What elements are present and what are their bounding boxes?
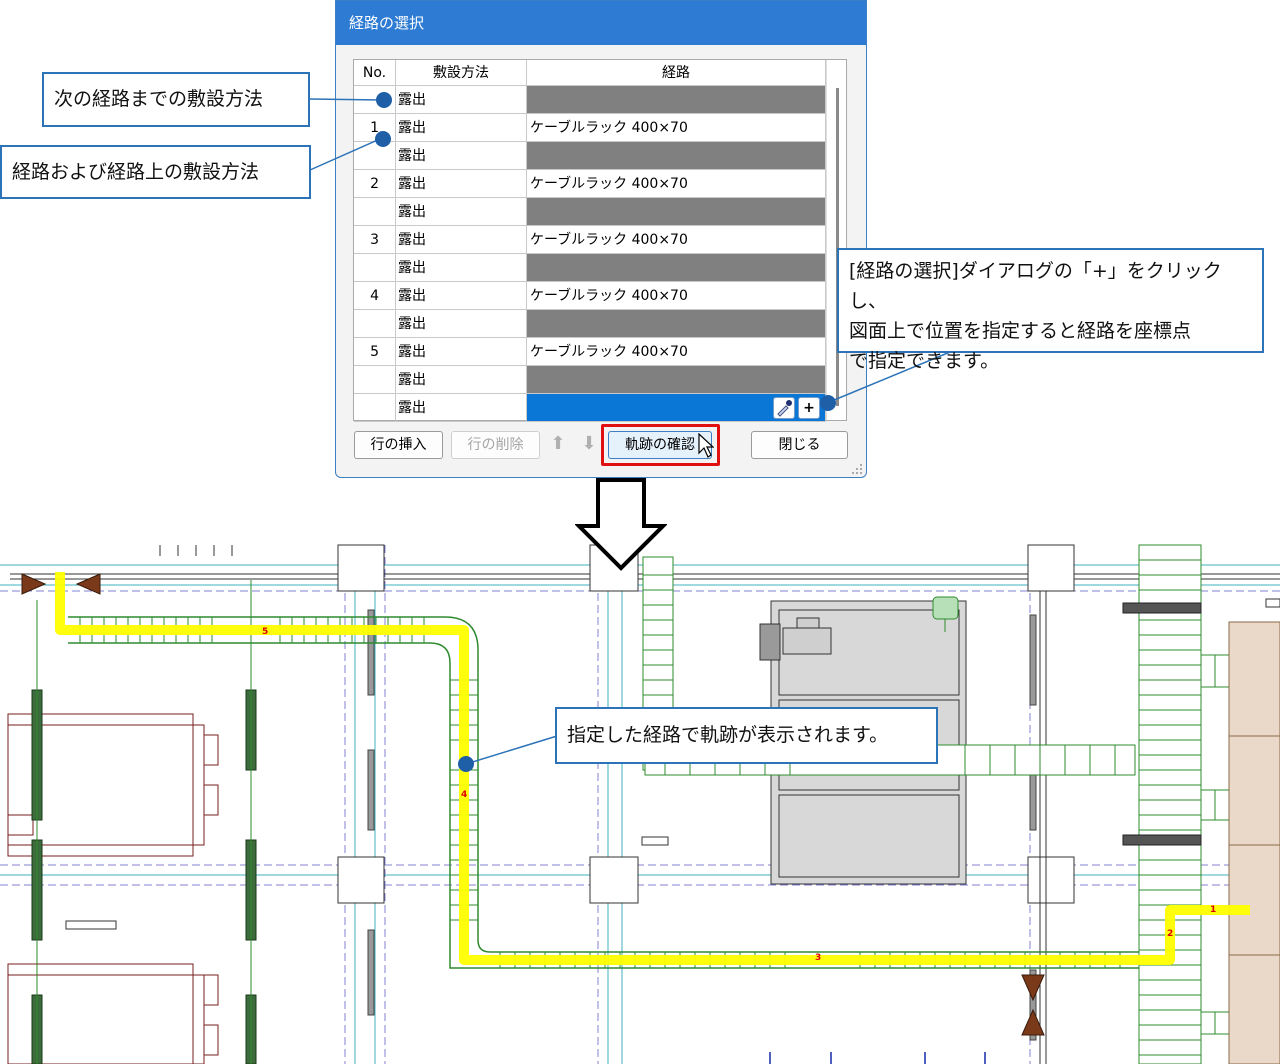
down-arrow-icon [575, 478, 667, 571]
route-label-5: 5 [262, 627, 269, 637]
row-6-route[interactable] [527, 254, 826, 282]
col-header-method: 敷設方法 [396, 60, 527, 86]
row-9-method[interactable]: 露出 [396, 338, 527, 366]
arrow-down-icon: ⬇ [581, 433, 597, 454]
row-5-method[interactable]: 露出 [396, 226, 527, 254]
row-0-route[interactable] [527, 86, 826, 114]
plus-hint-line-1: [経路の選択]ダイアログの「+」をクリックし、 [849, 260, 1222, 312]
plus-hint-line-2: 図面上で位置を指定すると経路を座標点 [849, 320, 1192, 342]
endpoints [21, 573, 1045, 1036]
callout-dot-next-method [376, 92, 392, 108]
scrollbar-thumb[interactable] [836, 88, 839, 406]
callout-dot-trajectory [458, 756, 474, 772]
row-2-no[interactable] [354, 142, 396, 170]
move-up-button[interactable]: ⬆ [549, 431, 567, 459]
row-10-no[interactable] [354, 366, 396, 394]
row-9-route[interactable]: ケーブルラック 400×70 [527, 338, 826, 366]
route-label-3: 3 [815, 953, 822, 963]
confirm-highlight-frame [601, 424, 720, 466]
row-3-no[interactable]: 2 [354, 170, 396, 198]
row-1-method[interactable]: 露出 [396, 114, 527, 142]
row-8-no[interactable] [354, 310, 396, 338]
row-3-method[interactable]: 露出 [396, 170, 527, 198]
row-0-no[interactable] [354, 86, 396, 114]
row-8-route[interactable] [527, 310, 826, 338]
top-rack [68, 616, 1139, 969]
row-4-method[interactable]: 露出 [396, 198, 527, 226]
row-11-method[interactable]: 露出 [396, 394, 527, 422]
row-3-route[interactable]: ケーブルラック 400×70 [527, 170, 826, 198]
row-5-route[interactable]: ケーブルラック 400×70 [527, 226, 826, 254]
callout-route-method: 経路および経路上の敷設方法 [0, 145, 311, 199]
trajectory-highlight [55, 572, 1250, 965]
dialog-title: 経路の選択 [336, 1, 866, 45]
row-2-route[interactable] [527, 142, 826, 170]
callout-next-method: 次の経路までの敷設方法 [42, 72, 310, 127]
callout-dot-route-method [375, 131, 391, 147]
arrow-up-icon: ⬆ [550, 433, 566, 454]
valve-icon [932, 596, 959, 632]
callout-dot-plus [820, 395, 836, 411]
route-label-2: 2 [1167, 929, 1174, 939]
row-8-method[interactable]: 露出 [396, 310, 527, 338]
confirm-trajectory-button[interactable]: 軌跡の確認 [608, 431, 712, 459]
callout-plus-hint: [経路の選択]ダイアログの「+」をクリックし、 図面上で位置を指定すると経路を座… [837, 248, 1264, 372]
row-0-method[interactable]: 露出 [396, 86, 527, 114]
row-6-no[interactable] [354, 254, 396, 282]
row-6-method[interactable]: 露出 [396, 254, 527, 282]
callout-trajectory: 指定した経路で軌跡が表示されます。 [555, 707, 938, 764]
right-room [1228, 621, 1280, 1064]
col-header-no: No. [354, 60, 396, 86]
row-7-route[interactable]: ケーブルラック 400×70 [527, 282, 826, 310]
plus-hint-line-3: で指定できます。 [849, 350, 1000, 372]
add-point-button[interactable]: + [798, 397, 820, 419]
row-7-method[interactable]: 露出 [396, 282, 527, 310]
row-2-method[interactable]: 露出 [396, 142, 527, 170]
col-header-route: 経路 [527, 60, 826, 86]
delete-row-button[interactable]: 行の削除 [451, 431, 540, 459]
row-4-no[interactable] [354, 198, 396, 226]
row-11-no[interactable] [354, 394, 396, 422]
equipment-left [7, 713, 219, 1064]
row-9-no[interactable]: 5 [354, 338, 396, 366]
close-button[interactable]: 閉じる [751, 431, 848, 459]
route-label-1: 1 [1210, 905, 1217, 915]
eyedropper-icon [777, 400, 792, 417]
row-10-route[interactable] [527, 366, 826, 394]
insert-row-button[interactable]: 行の挿入 [354, 431, 443, 459]
wall-segments [367, 609, 1037, 1041]
row-4-route[interactable] [527, 198, 826, 226]
resize-grip-icon [852, 464, 862, 474]
move-down-button[interactable]: ⬇ [580, 431, 598, 459]
row-5-no[interactable]: 3 [354, 226, 396, 254]
plus-label: + [803, 400, 815, 416]
row-1-route[interactable]: ケーブルラック 400×70 [527, 114, 826, 142]
route-label-4: 4 [461, 790, 468, 800]
row-10-method[interactable]: 露出 [396, 366, 527, 394]
row-7-no[interactable]: 4 [354, 282, 396, 310]
cursor-icon [698, 433, 714, 458]
eyedropper-button[interactable] [773, 397, 795, 419]
